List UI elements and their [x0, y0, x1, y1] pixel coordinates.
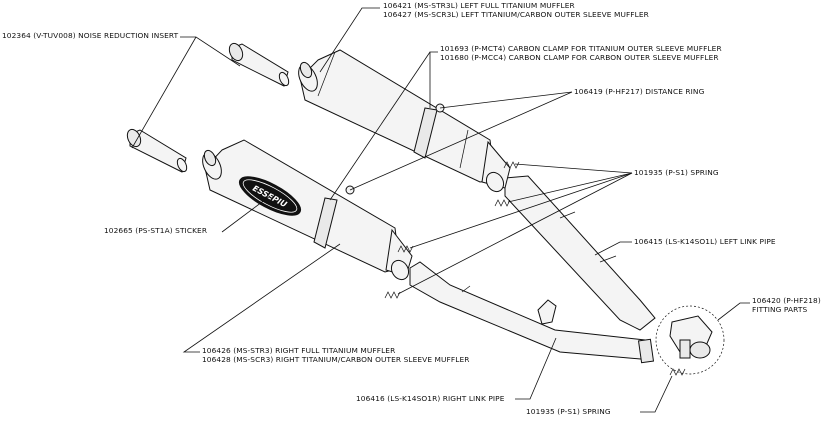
noise-insert-bottom — [126, 128, 188, 173]
label-left-muffler-carbon: 106427 (MS-SCR3L) LEFT TITANIUM/CARBON O… — [383, 10, 649, 19]
leader-lines — [131, 7, 750, 413]
label-clamp-carbon: 101680 (P-MCC4) CARBON CLAMP FOR CARBON … — [440, 53, 719, 62]
fitting-parts — [655, 305, 725, 375]
right-link-pipe — [409, 261, 655, 364]
label-clamp-titanium: 101693 (P-MCT4) CARBON CLAMP FOR TITANIU… — [440, 44, 722, 53]
label-sticker: 102665 (PS-ST1A) STICKER — [104, 226, 208, 235]
label-right-muffler-carbon: 106428 (MS-SCR3) RIGHT TITANIUM/CARBON O… — [202, 355, 470, 364]
spring-5 — [669, 368, 686, 376]
label-fitting-parts: FITTING PARTS — [752, 305, 808, 314]
spring-4 — [384, 291, 401, 299]
label-distance-ring: 106419 (P-HF217) DISTANCE RING — [574, 87, 705, 96]
label-left-muffler-titanium: 106421 (MS-STR3L) LEFT FULL TITANIUM MUF… — [383, 1, 575, 10]
label-right-muffler-titanium: 106426 (MS-STR3) RIGHT FULL TITANIUM MUF… — [202, 346, 396, 355]
spring-3 — [397, 245, 414, 253]
left-link-pipe — [504, 175, 656, 331]
label-noise-insert: 102364 (V-TUV008) NOISE REDUCTION INSERT — [2, 31, 179, 40]
label-left-link-pipe: 106415 (LS-K14SO1L) LEFT LINK PIPE — [634, 237, 776, 246]
label-spring-bottom: 101935 (P-S1) SPRING — [526, 407, 611, 416]
label-right-link-pipe: 106416 (LS-K14SO1R) RIGHT LINK PIPE — [356, 394, 505, 403]
noise-insert-top — [228, 42, 290, 87]
left-muffler — [298, 49, 511, 193]
spring-1 — [503, 161, 520, 169]
right-muffler: ESSEPIU — [202, 139, 413, 281]
spring-2 — [494, 199, 511, 207]
label-spring-top: 101935 (P-S1) SPRING — [634, 168, 719, 177]
label-fitting-parts-code: 106420 (P-HF218) — [752, 296, 821, 305]
